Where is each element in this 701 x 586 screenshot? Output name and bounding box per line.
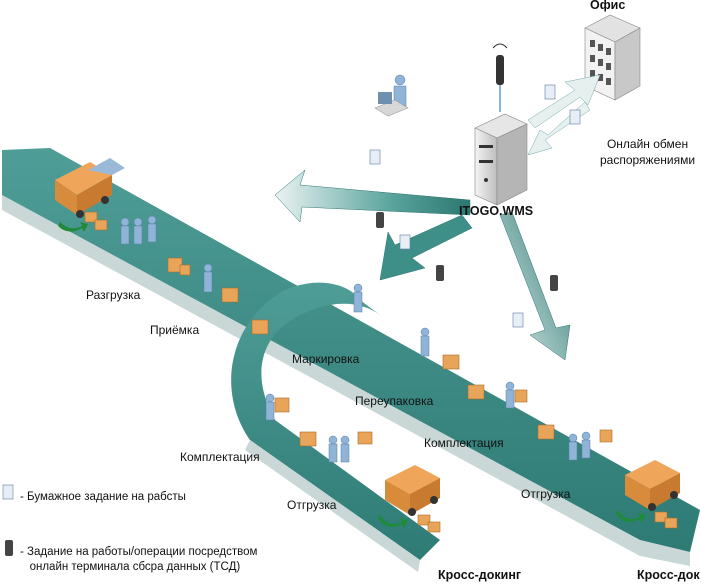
stage-repacking-label: Переупаковка	[355, 394, 434, 408]
legend-paper-task: - Бумажное задание на рабсты	[20, 491, 186, 503]
antenna-icon	[492, 43, 508, 112]
stage-picking-right-label: Комплектация	[424, 436, 504, 450]
workers	[120, 74, 591, 463]
stage-shipping-left-label: Отгрузка	[287, 498, 337, 512]
stage-receiving-label: Приёмка	[150, 323, 200, 337]
crossdock-left-label: Кросс-докинг	[438, 568, 522, 582]
truck-shipping-right-icon	[625, 460, 680, 511]
paper-task-icons	[2, 84, 581, 500]
crossdock-right-label: Кросс-док	[637, 568, 700, 582]
turn-arrows	[58, 222, 646, 528]
stage-picking-left-label: Комплектация	[180, 450, 260, 464]
exchange-label: Онлайн обмен распоряжениями	[600, 137, 696, 167]
truck-unloading-icon	[55, 158, 125, 218]
boxes	[84, 211, 678, 533]
flow-arrows	[274, 74, 601, 361]
main-conveyor	[2, 148, 700, 566]
office-label: Офис	[590, 0, 626, 12]
stage-marking-label: Маркировка	[292, 352, 360, 366]
stage-unloading-label: Разгрузка	[86, 288, 141, 302]
server-label: ITOGO.WMS	[459, 204, 534, 218]
server-icon	[474, 113, 528, 206]
desk-computer-icon	[374, 92, 409, 117]
stage-shipping-right-label: Отгрузка	[521, 487, 571, 501]
legend-terminal-task: - Задание на работы/операции посредством…	[20, 546, 258, 573]
crossdock-conveyor	[231, 282, 440, 572]
terminal-icons	[5, 212, 558, 556]
truck-shipping-left-icon	[385, 465, 440, 516]
